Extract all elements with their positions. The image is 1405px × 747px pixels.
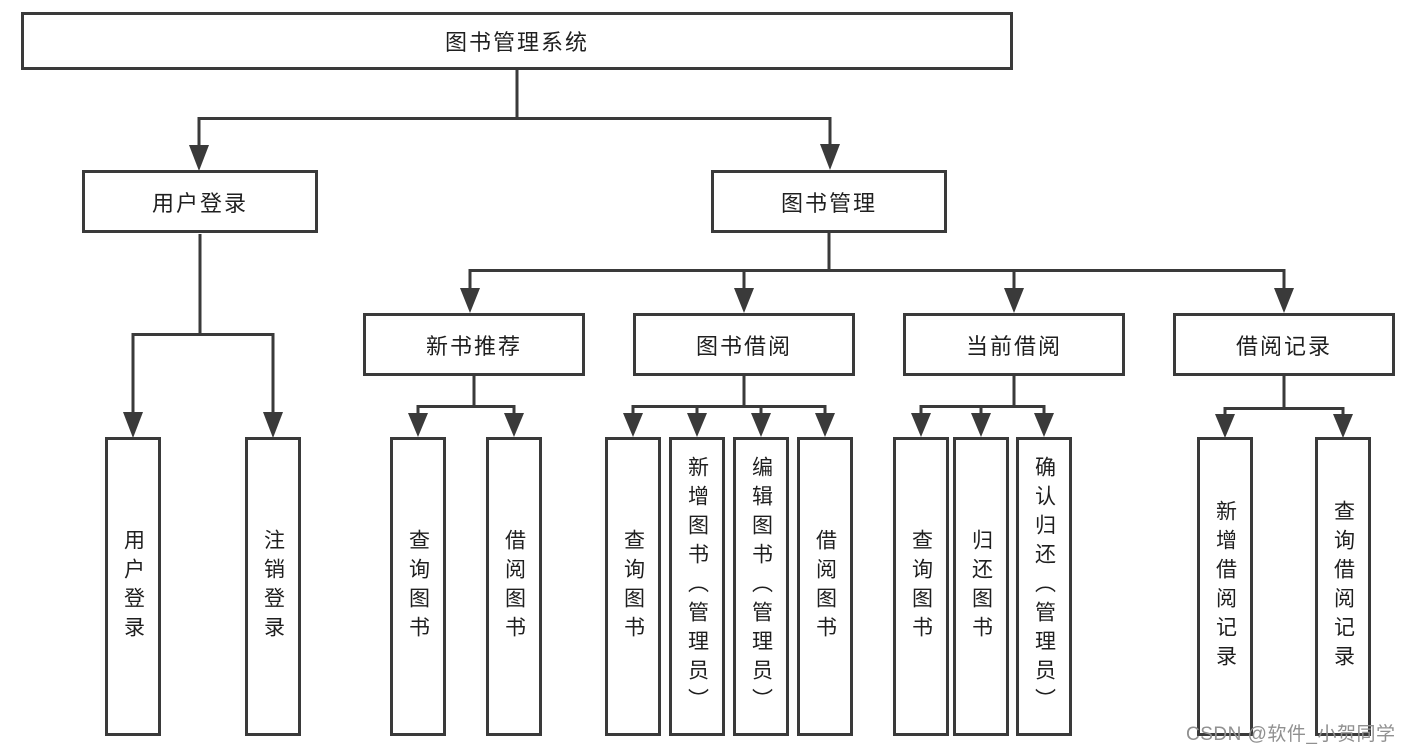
leaf-logout-label: 注销登录	[261, 528, 285, 645]
leaf-borrow-borrow-books: 借阅图书	[797, 437, 853, 736]
node-library-system-label: 图书管理系统	[444, 30, 589, 55]
leaf-borrow-query-books-label: 查询图书	[621, 528, 645, 645]
leaf-records-add-record: 新增借阅记录	[1197, 437, 1253, 736]
node-library-system: 图书管理系统	[21, 12, 1013, 70]
node-book-management-label: 图书管理	[780, 190, 877, 216]
leaf-recommend-borrow-books-label: 借阅图书	[502, 528, 526, 645]
leaf-current-return-books-label: 归还图书	[969, 528, 993, 645]
csdn-watermark: CSDN @软件_小贺同学	[1186, 724, 1396, 745]
leaf-current-confirm-return-admin: 确认归还（管理员）	[1016, 437, 1072, 736]
leaf-borrow-borrow-books-label: 借阅图书	[813, 528, 837, 645]
node-user-login: 用户登录	[82, 170, 318, 233]
node-book-borrowing-label: 图书借阅	[695, 333, 792, 359]
leaf-current-query-books: 查询图书	[893, 437, 949, 736]
node-user-login-label: 用户登录	[151, 190, 248, 216]
leaf-current-return-books: 归还图书	[953, 437, 1009, 736]
node-new-book-recommendation-label: 新书推荐	[425, 333, 522, 359]
node-book-borrowing: 图书借阅	[633, 313, 855, 376]
leaf-borrow-add-books-admin: 新增图书（管理员）	[669, 437, 725, 736]
leaf-logout: 注销登录	[245, 437, 301, 736]
node-book-management: 图书管理	[711, 170, 947, 233]
leaf-current-confirm-return-admin-label: 确认归还（管理员）	[1032, 456, 1056, 717]
node-new-book-recommendation: 新书推荐	[363, 313, 585, 376]
leaf-user-login: 用户登录	[105, 437, 161, 736]
leaf-records-add-record-label: 新增借阅记录	[1213, 499, 1237, 674]
leaf-borrow-add-books-admin-label: 新增图书（管理员）	[685, 456, 709, 717]
leaf-borrow-query-books: 查询图书	[605, 437, 661, 736]
node-current-borrowing: 当前借阅	[903, 313, 1125, 376]
leaf-user-login-label: 用户登录	[121, 528, 145, 645]
leaf-borrow-edit-books-admin: 编辑图书（管理员）	[733, 437, 789, 736]
leaf-records-query-record: 查询借阅记录	[1315, 437, 1371, 736]
leaf-recommend-query-books-label: 查询图书	[406, 528, 430, 645]
leaf-borrow-edit-books-admin-label: 编辑图书（管理员）	[749, 456, 773, 717]
node-current-borrowing-label: 当前借阅	[965, 333, 1062, 359]
leaf-current-query-books-label: 查询图书	[909, 528, 933, 645]
leaf-recommend-query-books: 查询图书	[390, 437, 446, 736]
node-borrowing-records: 借阅记录	[1173, 313, 1395, 376]
leaf-recommend-borrow-books: 借阅图书	[486, 437, 542, 736]
leaf-records-query-record-label: 查询借阅记录	[1331, 499, 1355, 674]
node-borrowing-records-label: 借阅记录	[1235, 333, 1332, 359]
